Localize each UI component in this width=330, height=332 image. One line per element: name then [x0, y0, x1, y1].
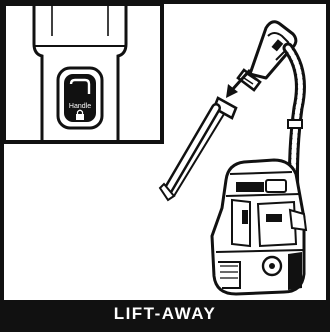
- lift-away-pod: [212, 160, 306, 294]
- handle-release-inset: Handle: [4, 4, 162, 142]
- caption-bar: LIFT-AWAY: [4, 300, 326, 328]
- caption-title: LIFT-AWAY: [114, 304, 217, 324]
- handle-button-label: Handle: [69, 103, 91, 110]
- lift-away-illustration: Handle: [4, 4, 326, 300]
